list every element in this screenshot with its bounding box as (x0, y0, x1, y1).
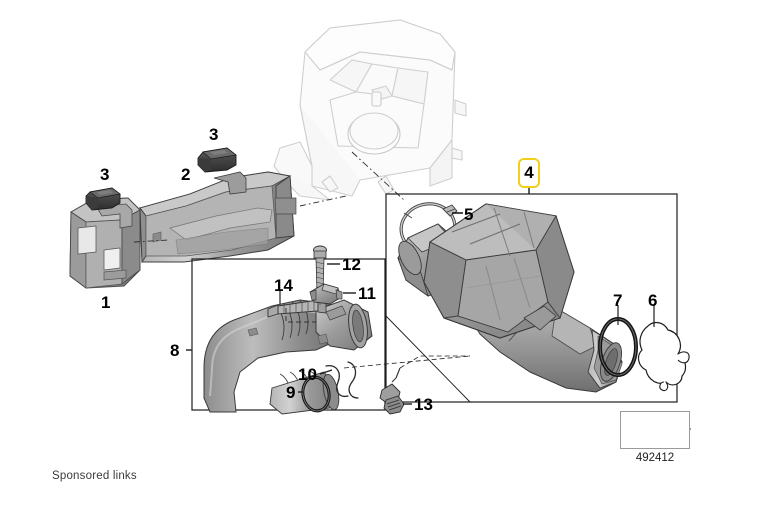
ghost-air-filter-housing (273, 19, 467, 201)
part-4-resonator-air-duct (397, 203, 623, 393)
reference-icon-box (620, 411, 690, 449)
callout-2: 2 (181, 165, 191, 184)
callout-5: 5 (464, 205, 474, 224)
part-6-gasket-seal (637, 321, 690, 392)
callout-14: 14 (274, 276, 293, 295)
part-13-temperature-sensor (379, 367, 405, 415)
part-1-air-intake-scoop (69, 197, 141, 289)
part-10-retaining-wire-clip (325, 361, 359, 399)
reference-number: 492412 (635, 452, 675, 464)
leader-10 (319, 369, 333, 375)
callout-4-highlighted[interactable]: 4 (518, 158, 540, 188)
callout-7: 7 (613, 291, 623, 310)
callout-8: 8 (170, 341, 180, 360)
leader-hose-dash (343, 355, 471, 369)
leader-13-dash (399, 355, 470, 369)
callout-10: 10 (298, 365, 317, 384)
callout-4-number: 4 (520, 160, 538, 186)
callout-3-left: 3 (100, 165, 110, 184)
ghost-leader-line (351, 151, 405, 201)
part-9-o-ring-small (301, 375, 331, 413)
sponsored-links-label: Sponsored links (52, 470, 137, 482)
part-2-intake-duct (139, 171, 297, 264)
part-3-rubber-mount-right (197, 147, 237, 173)
panel-part-4 (385, 193, 678, 403)
callout-9: 9 (286, 383, 296, 402)
callout-3-right: 3 (209, 125, 219, 144)
callout-12: 12 (342, 255, 361, 274)
callout-13: 13 (414, 395, 433, 414)
leader-2-to-housing (299, 195, 347, 207)
leader-14-b (285, 308, 316, 323)
leader-panel4-diagonal (385, 315, 471, 403)
callout-11: 11 (358, 284, 376, 303)
callout-6: 6 (648, 291, 658, 310)
part-11-bracket (309, 283, 343, 305)
leader-1-to-2 (133, 239, 169, 243)
callout-1: 1 (101, 293, 111, 312)
part-3-rubber-mount-left (85, 187, 121, 211)
